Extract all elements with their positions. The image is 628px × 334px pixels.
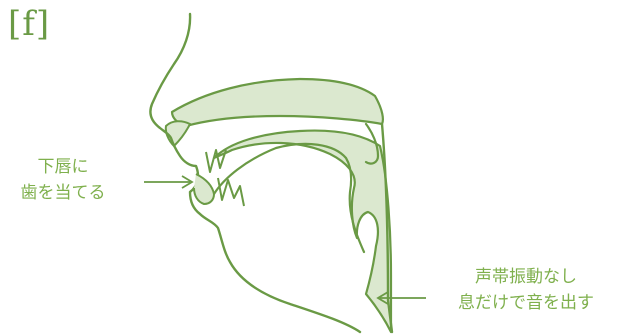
voice-line2: 息だけで音を出す [428, 290, 624, 316]
lip-teeth-line2: 歯を当てる [4, 180, 122, 206]
nasal-cavity [172, 79, 383, 126]
voice-annotation: 声帯振動なし 息だけで音を出す [428, 264, 624, 316]
upper-lip-region [166, 121, 190, 146]
voice-line1: 声帯振動なし [428, 264, 624, 290]
lip-teeth-annotation: 下唇に 歯を当てる [4, 154, 122, 206]
oral-pharyngeal-cavity [214, 131, 391, 332]
lip-teeth-line1: 下唇に [4, 154, 122, 180]
lower-lip [194, 174, 214, 204]
face-profile [150, 14, 360, 332]
